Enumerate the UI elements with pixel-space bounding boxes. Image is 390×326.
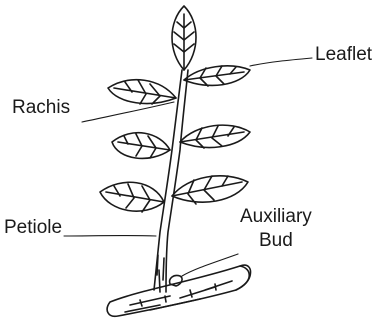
leaflet-middle-right — [180, 125, 250, 148]
leaflet-middle-left — [112, 133, 170, 159]
leader-rachis — [82, 102, 174, 122]
label-auxiliary-line2: Bud — [240, 229, 312, 253]
leaflet-top — [172, 6, 196, 70]
leader-auxiliary — [182, 254, 238, 276]
branch — [107, 265, 250, 316]
leaflet-lower-left — [100, 182, 164, 212]
label-leaflet: Leaflet — [315, 45, 372, 64]
leaflet-upper-right — [184, 66, 250, 86]
label-auxiliary-bud: Auxiliary Bud — [240, 205, 312, 253]
auxiliary-bud — [170, 275, 182, 286]
leader-leaflet — [250, 58, 312, 66]
label-petiole: Petiole — [4, 218, 62, 237]
leaflet-lower-right — [172, 176, 248, 204]
label-auxiliary-line1: Auxiliary — [240, 205, 312, 229]
label-rachis: Rachis — [12, 98, 70, 117]
leaflet-upper-left — [108, 80, 176, 104]
